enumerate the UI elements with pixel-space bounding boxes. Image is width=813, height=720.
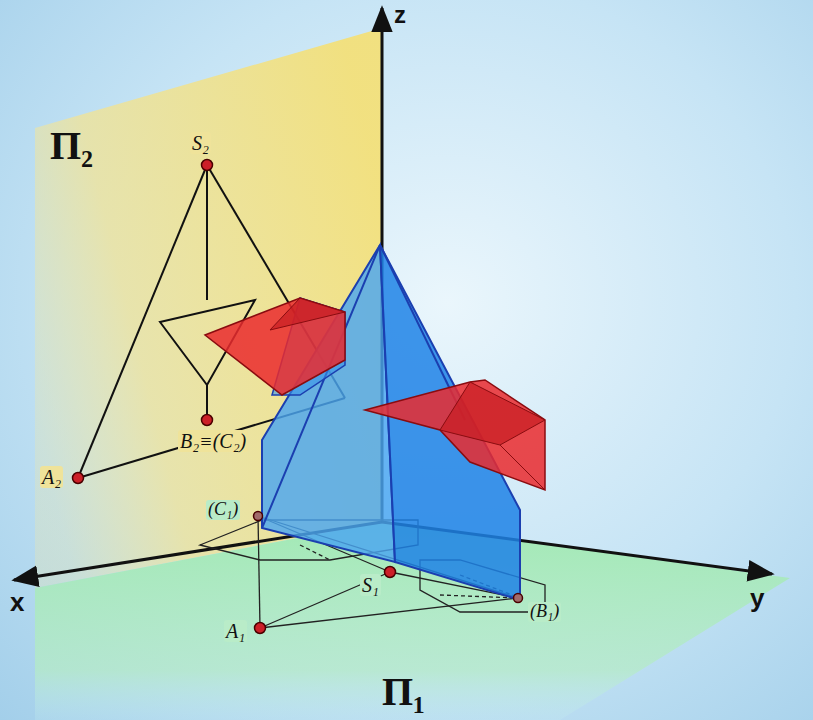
- point-label: S₁: [360, 574, 381, 596]
- point-label: (C₁): [206, 500, 240, 520]
- points: [73, 160, 523, 634]
- point-label: B₂≡(C₂): [178, 430, 248, 452]
- projection-edge: [260, 598, 518, 628]
- prism: [205, 298, 545, 490]
- projection-edge: [258, 516, 260, 628]
- axis-label: z: [392, 2, 408, 28]
- projection-edge: [260, 572, 390, 628]
- point-dot: [202, 160, 213, 171]
- point-label: S₂: [190, 132, 211, 154]
- axis-label: y: [748, 584, 766, 613]
- plane-label: Π₂: [48, 124, 95, 168]
- hidden-edge: [300, 545, 330, 560]
- point-label: A₁: [224, 620, 247, 642]
- point-dot: [202, 415, 213, 426]
- point-dot: [73, 473, 84, 484]
- point-dot: [255, 623, 266, 634]
- point-dot: [514, 594, 523, 603]
- plane-label: Π₁: [380, 670, 427, 714]
- prism-face: [440, 382, 545, 445]
- prism-part: [365, 380, 545, 490]
- point-dot: [385, 567, 396, 578]
- projection-edge: [206, 165, 208, 300]
- axis-label: x: [8, 588, 26, 617]
- prism-edge: [500, 445, 545, 490]
- point-label: (B₁): [528, 602, 561, 622]
- pyramid-face: [262, 245, 395, 562]
- prism-face: [270, 298, 345, 330]
- point-label: A₂: [40, 466, 63, 488]
- prism-part: [205, 298, 345, 395]
- point-dot: [254, 512, 263, 521]
